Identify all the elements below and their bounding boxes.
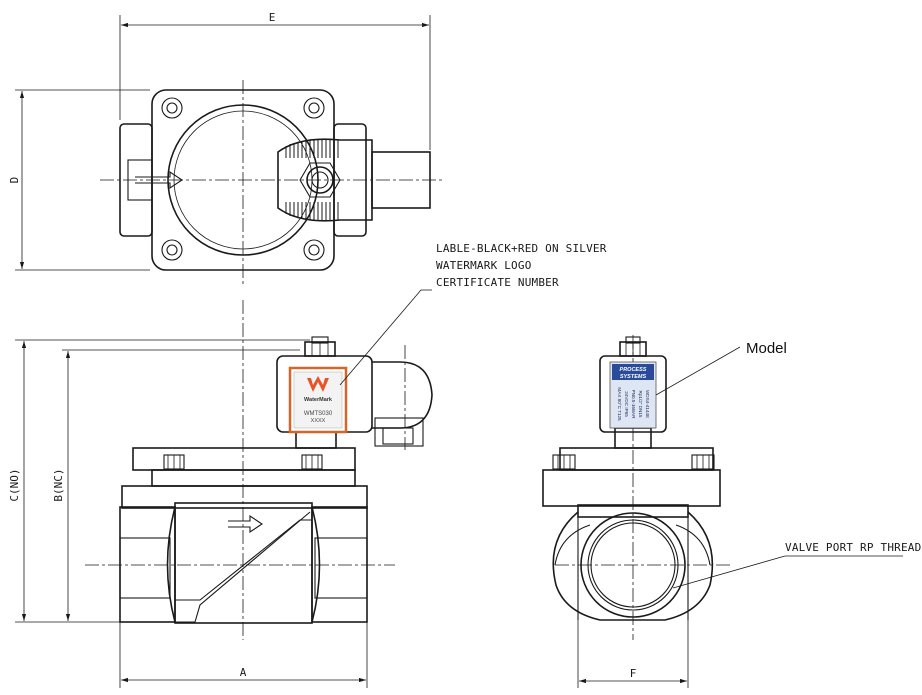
process-spec-2: PN0.5-16BAR (631, 390, 636, 420)
watermark-number: XXXX (311, 418, 326, 424)
watermark-certificate: WMTS030 (304, 411, 333, 417)
watermark-label: WaterMark WMTS030 XXXX (288, 366, 348, 434)
top-view: E D (8, 11, 445, 285)
process-spec-3: 24VDC IP65 (624, 391, 629, 417)
dim-b-label: B(NC) (52, 468, 65, 501)
coil-fins (285, 140, 339, 220)
dim-c-label: C(NO) (8, 468, 21, 501)
watermark-logo-icon (307, 376, 329, 392)
process-spec-4: MAX 80°C T125 (617, 387, 622, 421)
label-note-line-3: CERTIFICATE NUMBER (436, 276, 559, 289)
label-note-line-2: WATERMARK LOGO (436, 259, 532, 272)
side-view: PROCESS SYSTEMS WDS4-4144E Rp1/2" DN15 P… (542, 335, 903, 688)
label-note-line-1: LABLE-BLACK+RED ON SILVER (436, 242, 607, 255)
process-spec-1: Rp1/2" DN15 (638, 391, 643, 418)
dim-f-label: F (630, 667, 637, 680)
process-brand-line1: PROCESS (620, 367, 647, 373)
top-bolt-holes (161, 97, 325, 261)
process-brand-line2: SYSTEMS (620, 374, 647, 380)
front-view: WaterMark WMTS030 XXXX A C(NO) B(NC) (8, 289, 433, 688)
dim-d-label: D (8, 177, 21, 184)
process-spec-0: WDS4-4144E (645, 390, 650, 418)
dim-a-label: A (240, 666, 247, 679)
process-systems-label: PROCESS SYSTEMS WDS4-4144E Rp1/2" DN15 P… (609, 361, 657, 429)
valve-port-annotation: VALVE PORT RP THREAD (785, 541, 921, 554)
model-annotation: Model (746, 340, 787, 357)
dim-e-label: E (269, 11, 276, 24)
watermark-brand: WaterMark (304, 397, 333, 403)
label-note: LABLE-BLACK+RED ON SILVER WATERMARK LOGO… (436, 242, 607, 289)
